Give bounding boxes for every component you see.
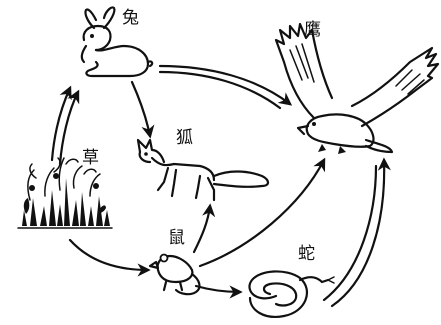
arrow-rabbit-to-hawk-second <box>160 72 280 108</box>
arrow-mouse-to-fox <box>194 206 210 252</box>
label-grass: 草 <box>82 150 99 167</box>
arrow-grass-to-mouse <box>70 240 148 270</box>
mouse-illustration <box>150 255 199 295</box>
snake-illustration <box>249 271 334 316</box>
grass-illustration <box>18 158 112 228</box>
arrow-snake-to-hawk-second <box>324 166 376 300</box>
arrow-mouse-to-snake <box>196 286 240 292</box>
label-hawk: 鹰 <box>304 22 321 39</box>
hawk-illustration <box>276 24 438 154</box>
label-fox: 狐 <box>176 130 193 147</box>
arrow-grass-to-rabbit-second <box>60 92 78 164</box>
fox-illustration <box>138 140 268 200</box>
food-web-arrows <box>52 66 384 306</box>
rabbit-illustration <box>82 7 152 76</box>
arrow-rabbit-to-fox <box>132 82 150 136</box>
label-snake: 蛇 <box>298 246 315 263</box>
label-mouse: 鼠 <box>168 230 185 247</box>
label-rabbit: 兔 <box>122 10 139 27</box>
